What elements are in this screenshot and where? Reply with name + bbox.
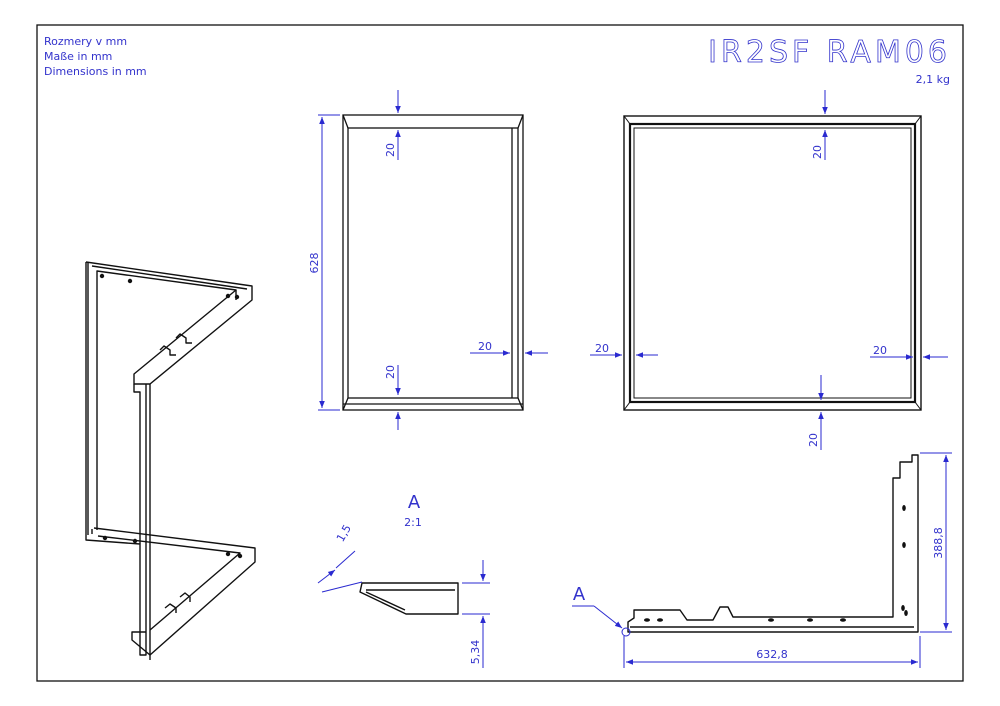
isometric-holes <box>99 273 243 559</box>
side-dimensions: A 388,8 632,8 <box>572 452 952 668</box>
dim-side-length: 632,8 <box>756 648 788 661</box>
back-view <box>623 115 922 411</box>
dim-front-right: 20 <box>478 340 492 353</box>
front-view <box>342 114 524 411</box>
units-note: Rozmery v mm Maße in mm Dimensions in mm <box>44 35 147 78</box>
dim-detail-height: 5,34 <box>469 640 482 665</box>
dim-back-left: 20 <box>595 342 609 355</box>
drawing-border <box>36 24 964 682</box>
units-line-sk: Rozmery v mm <box>44 35 127 48</box>
dim-back-bottom: 20 <box>807 433 820 447</box>
back-dimensions: 20 20 20 20 <box>590 90 948 450</box>
dim-front-top: 20 <box>384 143 397 157</box>
dim-detail-thickness: 1,5 <box>334 522 354 544</box>
part-weight: 2,1 kg <box>916 73 950 86</box>
dim-back-top: 20 <box>811 145 824 159</box>
isometric-view <box>85 261 256 660</box>
dim-side-height: 388,8 <box>932 527 945 559</box>
side-view <box>627 454 919 633</box>
dim-front-bottom: 20 <box>384 365 397 379</box>
detail-dimensions: 1,5 5,34 <box>317 522 490 668</box>
detail-label: A <box>408 492 421 513</box>
front-dimensions: 628 20 20 20 <box>308 90 548 430</box>
units-line-en: Dimensions in mm <box>44 65 147 78</box>
detail-callout-label: A <box>573 584 586 605</box>
dim-back-right: 20 <box>873 344 887 357</box>
detail-scale: 2:1 <box>404 516 422 529</box>
detail-section <box>359 582 459 615</box>
units-line-de: Maße in mm <box>44 50 112 63</box>
dim-front-height: 628 <box>308 253 321 274</box>
part-number: IR2SF RAM06 <box>708 35 951 70</box>
detail-a-callout-circle <box>621 627 631 637</box>
side-holes <box>644 505 908 622</box>
